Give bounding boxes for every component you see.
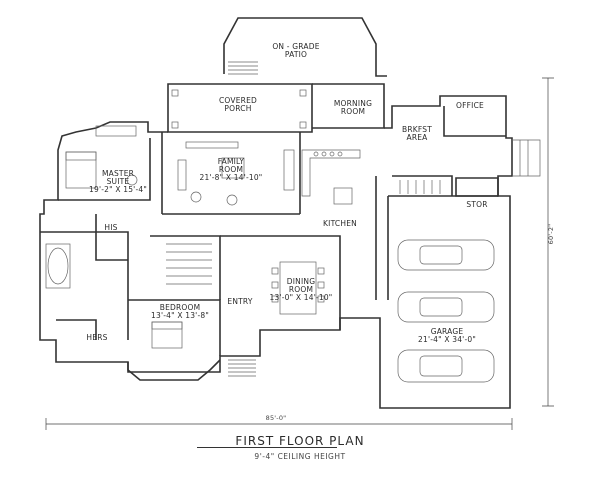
car-2 xyxy=(397,291,495,323)
hers-closet-label: HERS xyxy=(86,333,108,342)
sofa xyxy=(185,141,239,149)
dining-chairs xyxy=(271,267,325,303)
interior-stair xyxy=(166,243,212,285)
armchair xyxy=(190,191,202,203)
bedroom-bed xyxy=(151,321,183,349)
entry-steps xyxy=(228,359,256,377)
dining-room-wall xyxy=(260,235,341,330)
exterior-wall xyxy=(39,95,513,409)
his-closet-label: HIS xyxy=(104,223,118,232)
stair-room xyxy=(392,175,453,196)
bathtub xyxy=(47,247,69,285)
bay-seat xyxy=(95,125,137,137)
kitchen-label: KITCHEN xyxy=(323,219,357,228)
kitchen-island xyxy=(333,187,353,205)
width-dimension-line xyxy=(45,418,513,430)
pillows xyxy=(65,151,97,161)
morning-room-wall xyxy=(312,83,385,129)
armchair xyxy=(226,194,238,206)
patio-outline xyxy=(223,17,387,77)
coffee-table xyxy=(221,157,245,179)
car-3 xyxy=(397,349,495,383)
overall-width-dimension: 85'-0" xyxy=(265,414,287,422)
service-stair xyxy=(399,180,441,194)
kitchen-counter xyxy=(301,149,361,197)
sofa xyxy=(177,159,187,191)
east-steps xyxy=(512,139,541,177)
armchair xyxy=(126,174,138,186)
office-label: OFFICE xyxy=(456,101,484,110)
stor-wall xyxy=(455,177,499,197)
porch-column xyxy=(171,121,179,129)
dining-table xyxy=(279,261,317,315)
office-wall xyxy=(443,106,506,137)
entry-label: ENTRY xyxy=(227,297,253,306)
hers-closet-wall xyxy=(56,319,97,340)
media-console xyxy=(283,149,295,191)
plan-title: FIRST FLOOR PLAN xyxy=(235,434,365,448)
bedroom-bay xyxy=(127,359,221,381)
car-1 xyxy=(397,239,495,271)
overall-depth-dimension: 60'-2" xyxy=(547,223,555,245)
plan-subtitle: 9'-4" CEILING HEIGHT xyxy=(254,452,346,461)
patio-steps xyxy=(228,61,258,75)
stor-label: STOR xyxy=(466,200,488,209)
title-underline xyxy=(197,447,337,448)
bath-wall xyxy=(40,231,129,340)
porch-column xyxy=(299,121,307,129)
porch-column xyxy=(171,89,179,97)
depth-dimension-line xyxy=(542,77,554,407)
his-closet-wall xyxy=(95,214,128,261)
master-suite-wall xyxy=(58,138,151,201)
porch-wall xyxy=(167,83,313,133)
porch-column xyxy=(299,89,307,97)
